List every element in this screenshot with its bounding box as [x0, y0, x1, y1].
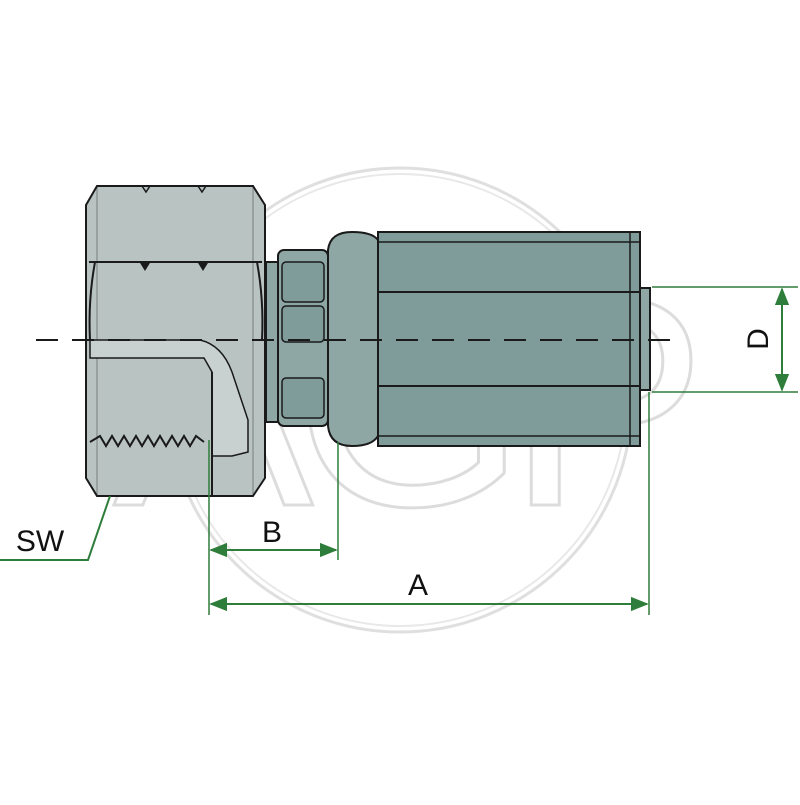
label-sw: SW: [16, 525, 65, 558]
label-d: D: [742, 328, 775, 350]
dimension-d: D: [742, 287, 790, 392]
sw-leader: SW: [0, 495, 111, 561]
dimension-a: A: [209, 569, 649, 612]
hex-nut: [85, 185, 266, 497]
ferrule: [265, 230, 379, 448]
extension-lines: [208, 286, 798, 615]
label-a: A: [408, 569, 428, 602]
dimension-b: B: [209, 516, 338, 558]
label-b: B: [262, 516, 282, 549]
